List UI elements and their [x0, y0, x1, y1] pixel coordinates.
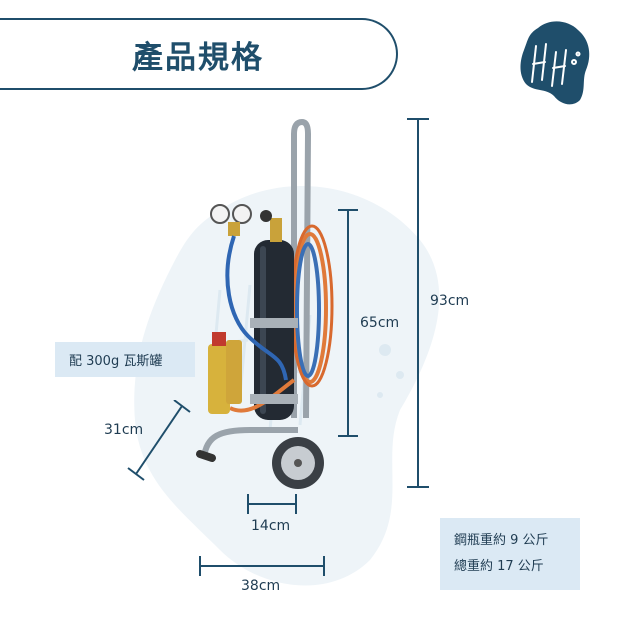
- page-title: 產品規格: [132, 39, 264, 76]
- canister-note: 配 300g 瓦斯罐: [69, 354, 163, 369]
- gas-cylinder-cart: [196, 118, 334, 489]
- width-38-line: [199, 565, 325, 567]
- height-93-cap-bottom: [407, 486, 429, 488]
- height-93-line: [417, 118, 419, 488]
- height-65-cap-top: [338, 209, 358, 211]
- total-width-label: 38cm: [241, 578, 281, 594]
- depth-label: 31cm: [104, 422, 144, 438]
- depth-31-line: [127, 400, 191, 481]
- cylinder-height-label: 65cm: [360, 315, 400, 331]
- total-weight-note: 總重約 17 公斤: [454, 559, 544, 574]
- cylinder-weight-note: 鋼瓶重約 9 公斤: [454, 533, 549, 548]
- base-width-label: 14cm: [251, 518, 291, 534]
- height-65-line: [347, 209, 349, 437]
- height-65-cap-bottom: [338, 435, 358, 437]
- width-38-cap-right: [323, 556, 325, 576]
- width-38-cap-left: [199, 556, 201, 576]
- height-93-cap-top: [407, 118, 429, 120]
- total-height-label: 93cm: [430, 293, 470, 309]
- header-banner: 產品規格: [0, 18, 398, 90]
- weight-info-box: 鋼瓶重約 9 公斤 總重約 17 公斤: [440, 518, 580, 590]
- width-14-cap-right: [295, 494, 297, 514]
- hh-splash-logo-icon: [520, 21, 590, 105]
- width-14-cap-left: [247, 494, 249, 514]
- width-14-line: [247, 503, 297, 505]
- canister-note-box: 配 300g 瓦斯罐: [55, 342, 195, 377]
